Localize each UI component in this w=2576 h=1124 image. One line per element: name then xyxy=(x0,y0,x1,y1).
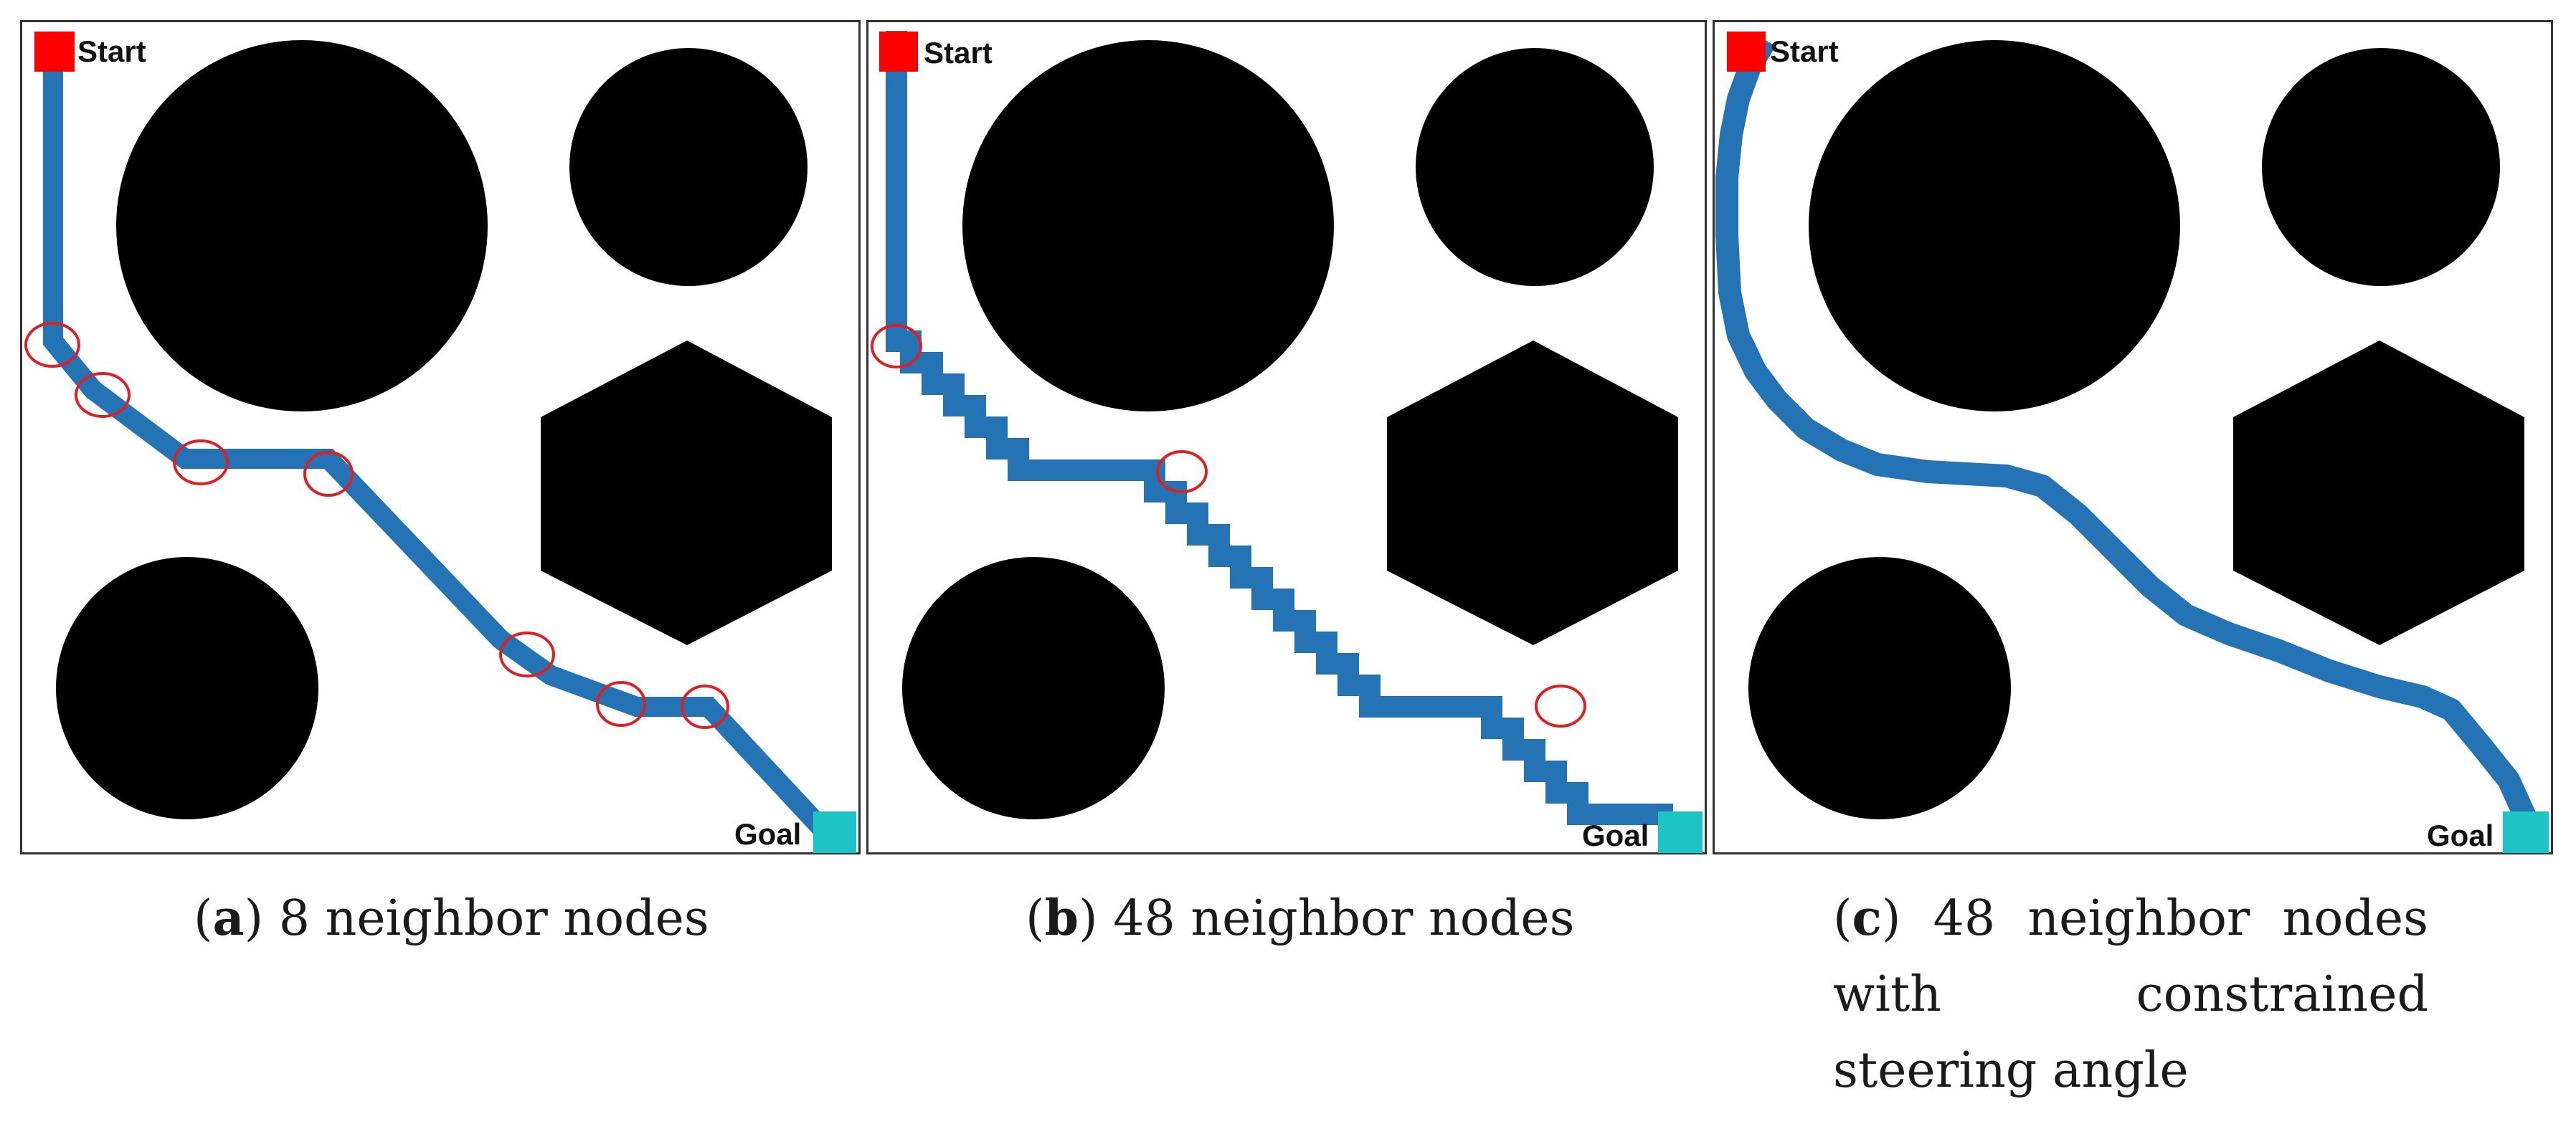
caption-text: 48 neighbor nodes xyxy=(1113,890,1575,947)
obstacle-bottom-circle xyxy=(902,557,1165,819)
caption-text: 48 neighbor nodes with constrained steer… xyxy=(1833,890,2428,1099)
caption-c: (c) 48 neighbor nodes with constrained s… xyxy=(1833,890,2428,1099)
obstacle-hexagon xyxy=(1387,340,1678,645)
goal-marker xyxy=(813,811,856,853)
highlight-circle xyxy=(303,451,354,497)
start-label: Start xyxy=(77,34,146,68)
highlight-circles xyxy=(24,322,729,729)
obstacle-large-circle xyxy=(116,40,488,411)
start-label: Start xyxy=(924,36,993,70)
highlight-circle xyxy=(1535,685,1586,728)
obstacle-small-circle xyxy=(569,48,808,286)
highlight-circle xyxy=(24,322,80,368)
obstacle-large-circle xyxy=(1809,40,2180,411)
goal-label: Goal xyxy=(2427,819,2494,852)
highlight-circle xyxy=(1156,450,1208,493)
panel-b-map: Start Goal xyxy=(866,20,1707,854)
highlight-circle xyxy=(173,439,229,485)
highlight-circle xyxy=(681,685,729,729)
caption-letter: c xyxy=(1852,890,1882,947)
planned-path xyxy=(886,31,1673,825)
obstacle-bottom-circle xyxy=(56,557,318,819)
highlight-circle xyxy=(499,632,555,677)
goal-label: Goal xyxy=(1582,819,1649,852)
caption-letter: a xyxy=(212,890,245,947)
caption-text: 8 neighbor nodes xyxy=(278,890,709,947)
goal-marker xyxy=(1658,811,1703,853)
start-label: Start xyxy=(1770,34,1839,68)
obstacle-large-circle xyxy=(962,40,1334,411)
planned-path xyxy=(1715,34,2539,827)
highlight-circle xyxy=(75,372,131,418)
start-marker xyxy=(34,32,75,72)
obstacle-hexagon xyxy=(2233,340,2524,645)
highlight-circles xyxy=(871,324,1586,728)
obstacle-hexagon xyxy=(541,340,832,645)
panel-a-map: Start Goal xyxy=(20,20,861,854)
start-marker xyxy=(879,32,918,72)
caption-b: (b) 48 neighbor nodes xyxy=(1026,890,1575,947)
start-marker xyxy=(1727,32,1766,72)
planned-path xyxy=(43,42,831,837)
highlight-circle xyxy=(871,324,922,368)
panel-c-map: Start Goal xyxy=(1713,20,2553,854)
goal-marker xyxy=(2503,811,2549,853)
caption-letter: b xyxy=(1044,890,1079,947)
obstacle-small-circle xyxy=(1416,48,1654,286)
highlight-circle xyxy=(596,681,646,727)
obstacle-bottom-circle xyxy=(1748,557,2011,819)
obstacle-small-circle xyxy=(2262,48,2500,286)
goal-label: Goal xyxy=(734,817,801,851)
caption-a: (a) 8 neighbor nodes xyxy=(194,890,709,947)
